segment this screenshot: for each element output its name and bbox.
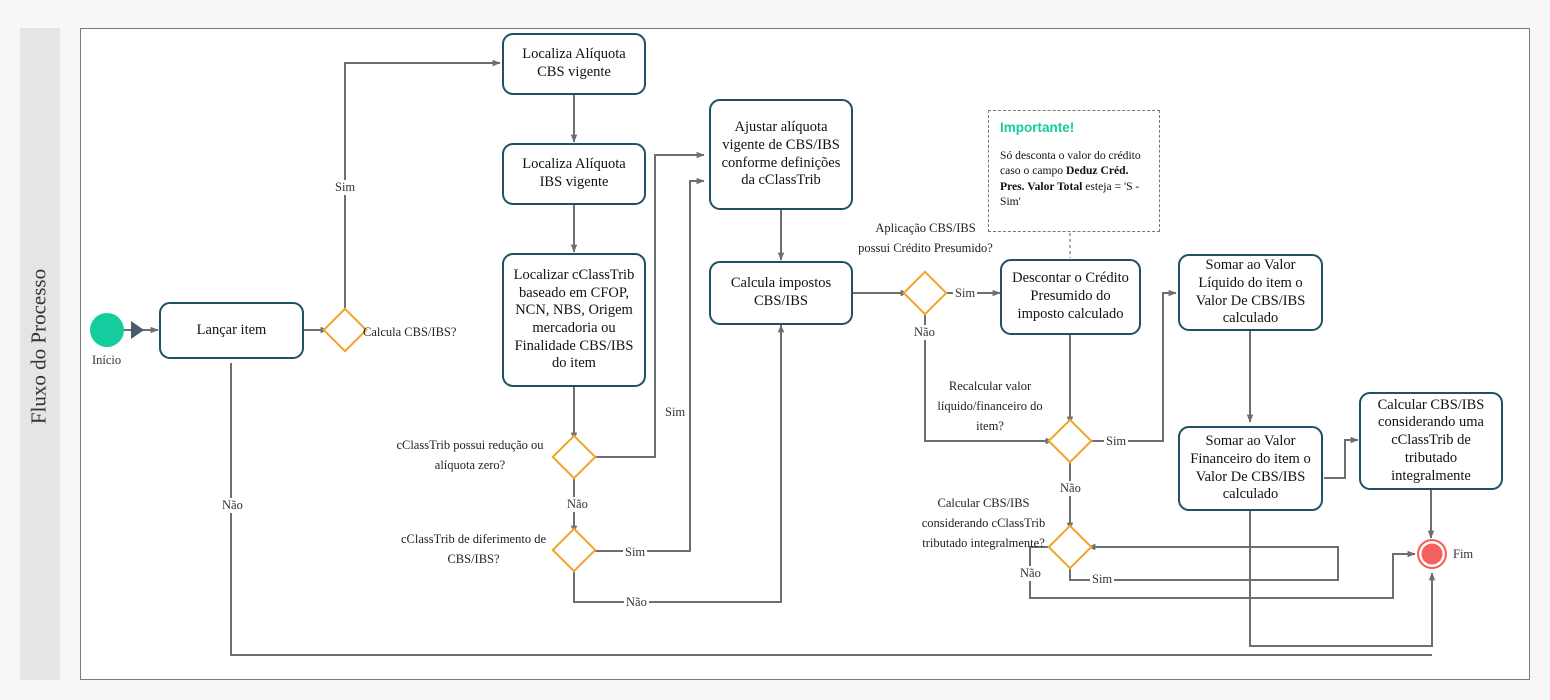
lane-header: Fluxo do Processo bbox=[20, 28, 60, 680]
task-ajustar-aliquota[interactable]: Ajustar alíquota vigente de CBS/IBS conf… bbox=[709, 99, 853, 210]
task-calcula-impostos[interactable]: Calcula impostos CBS/IBS bbox=[709, 261, 853, 325]
gateway-calcula-cbs-ibs-label: Calcula CBS/IBS? bbox=[363, 325, 457, 339]
gateway-recalcular-valor-label: Recalcular valor líquido/financeiro do i… bbox=[937, 379, 1043, 433]
edge-label-diferimento-sim: Sim bbox=[623, 545, 648, 560]
note-body-bold: Deduz Créd. Pres. Valor Total bbox=[1000, 164, 1129, 193]
note-body: Só desconta o valor do crédito caso o ca… bbox=[1000, 148, 1148, 209]
note-importante: Importante! Só desconta o valor do crédi… bbox=[988, 110, 1160, 232]
task-localizar-cclasstrib[interactable]: Localizar cClassTrib baseado em CFOP, NC… bbox=[502, 253, 646, 387]
gateway-credito-presumido-label: Aplicação CBS/IBS possui Crédito Presumi… bbox=[858, 221, 993, 255]
start-arrow-icon bbox=[131, 321, 144, 339]
task-descontar-credito-presumido[interactable]: Descontar o Crédito Presumido do imposto… bbox=[1000, 259, 1141, 335]
edge-label-calcula-sim: Sim bbox=[333, 180, 358, 195]
edge-label-credito-sim: Sim bbox=[953, 286, 978, 301]
lane-title: Fluxo do Processo bbox=[26, 268, 51, 425]
task-localiza-aliquota-cbs[interactable]: Localiza Alíquota CBS vigente bbox=[502, 33, 646, 95]
edge-label-diferimento-nao: Não bbox=[624, 595, 649, 610]
edge-label-recalcular-nao: Não bbox=[1058, 481, 1083, 496]
edge-label-tributado-sim: Sim bbox=[1090, 572, 1115, 587]
edge-label-credito-nao: Não bbox=[912, 325, 937, 340]
gateway-tributado-integralmente-label: Calcular CBS/IBS considerando cClassTrib… bbox=[921, 496, 1046, 550]
gateway-diferimento-label: cClassTrib de diferimento de CBS/IBS? bbox=[400, 532, 546, 566]
end-event-label: Fim bbox=[1453, 547, 1474, 561]
end-event bbox=[1417, 539, 1447, 569]
edge-label-reducao-sim: Sim bbox=[663, 405, 688, 420]
task-calcular-cclasstrib-integralmente[interactable]: Calcular CBS/IBS considerando uma cClass… bbox=[1359, 392, 1503, 490]
start-event bbox=[90, 313, 124, 347]
edge-label-tributado-nao: Não bbox=[1018, 566, 1043, 581]
task-localiza-aliquota-ibs[interactable]: Localiza Alíquota IBS vigente bbox=[502, 143, 646, 205]
task-somar-valor-financeiro[interactable]: Somar ao Valor Financeiro do item o Valo… bbox=[1178, 426, 1323, 511]
start-event-label: Início bbox=[92, 353, 122, 367]
task-somar-valor-liquido[interactable]: Somar ao Valor Líquido do item o Valor D… bbox=[1178, 254, 1323, 331]
gateway-reducao-aliquota-zero-label: cClassTrib possui redução ou alíquota ze… bbox=[396, 438, 544, 472]
note-body-prefix: Só desconta o valor do crédito caso o ca… bbox=[1000, 149, 1141, 178]
edge-label-recalcular-sim: Sim bbox=[1104, 434, 1129, 449]
edge-label-reducao-nao: Não bbox=[565, 497, 590, 512]
note-title: Importante! bbox=[1000, 120, 1075, 135]
note-body-suffix: esteja = 'S - Sim' bbox=[1000, 179, 1140, 208]
task-lancar-item[interactable]: Lançar item bbox=[159, 302, 304, 359]
edge-label-calcula-nao: Não bbox=[220, 498, 245, 513]
